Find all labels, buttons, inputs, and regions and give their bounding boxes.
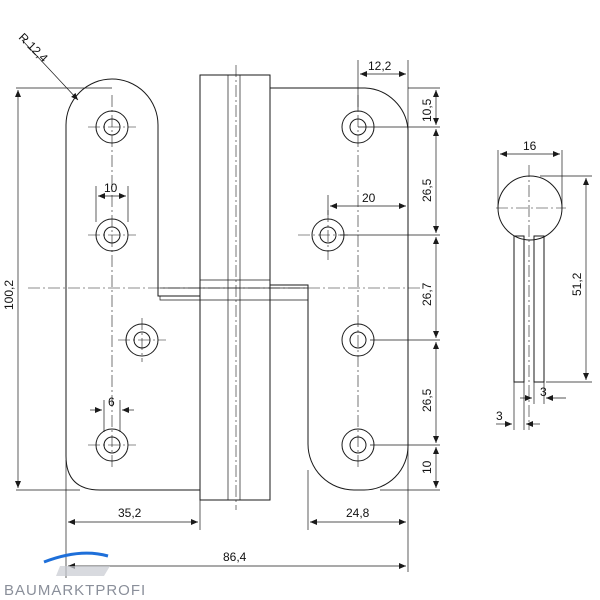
- dim-100-2: 100,2: [2, 280, 16, 310]
- dimension-lines: [15, 39, 439, 569]
- dim-20: 20: [362, 191, 376, 205]
- center-lines: [28, 95, 420, 470]
- dim-3-right: 3: [540, 385, 547, 399]
- dim-24-8: 24,8: [346, 506, 370, 520]
- side-view: [496, 150, 592, 430]
- dim-51-2: 51,2: [570, 272, 584, 296]
- dim-86-4: 86,4: [223, 550, 247, 564]
- left-leaf-outline: [65, 78, 201, 491]
- mounting-holes: [95, 110, 375, 462]
- dim-10-5: 10,5: [420, 98, 434, 122]
- dim-26-5-bottom: 26,5: [420, 388, 434, 412]
- right-leaf-outline: [270, 87, 409, 491]
- dim-12-2: 12,2: [368, 59, 392, 73]
- dim-10-bottom: 10: [420, 460, 434, 474]
- brand-logo-mark: [43, 551, 110, 576]
- dim-26-7: 26,7: [420, 282, 434, 306]
- dim-26-5-top: 26,5: [420, 178, 434, 202]
- hinge-knuckle: [199, 74, 271, 501]
- dim-16: 16: [523, 139, 537, 153]
- dim-3-left: 3: [496, 409, 503, 423]
- dim-radius: R 12,4: [16, 30, 51, 65]
- extension-lines: [16, 60, 440, 578]
- dim-6: 6: [108, 395, 115, 409]
- dim-35-2: 35,2: [118, 506, 142, 520]
- brand-name: BAUMARKTPROFI: [4, 582, 147, 599]
- dim-10: 10: [104, 181, 118, 195]
